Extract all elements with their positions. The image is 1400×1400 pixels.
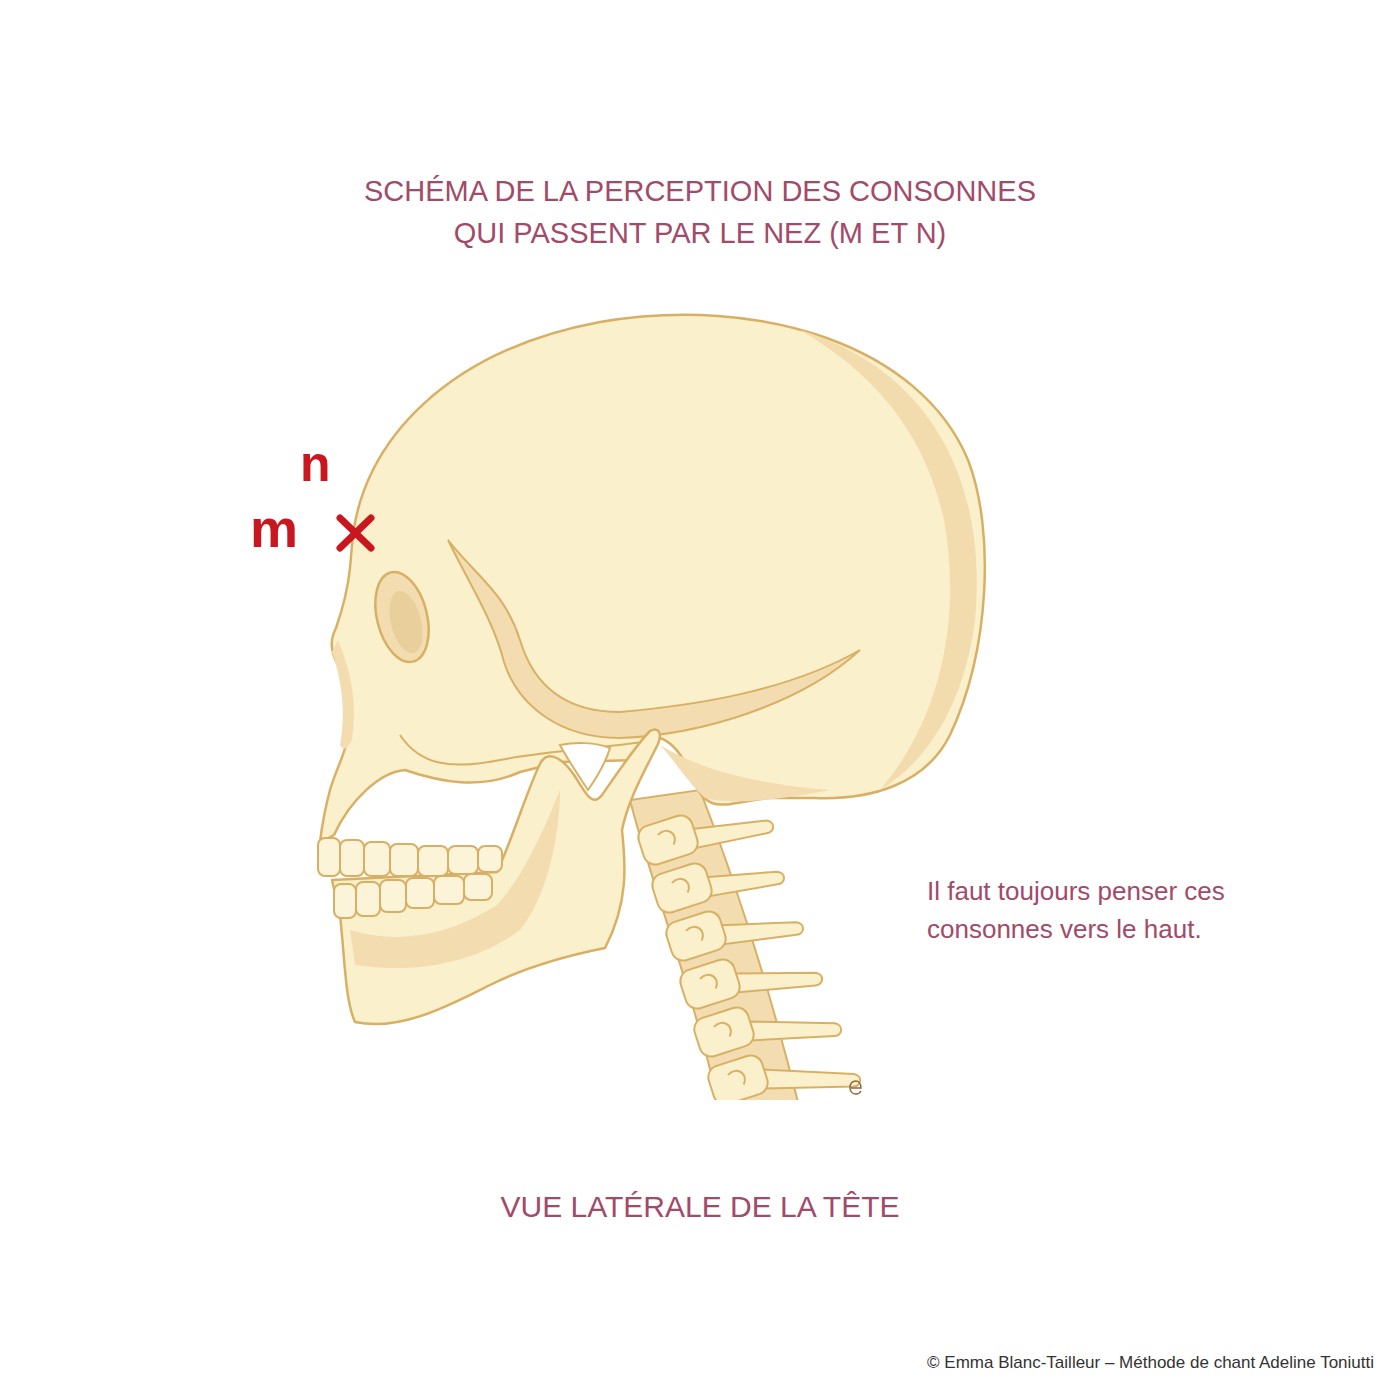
consonant-letter: n bbox=[300, 436, 331, 492]
nasal-shading bbox=[332, 640, 354, 749]
eye-socket bbox=[367, 566, 438, 667]
artist-mark bbox=[850, 1081, 861, 1094]
diagram-caption: VUE LATÉRALE DE LA TÊTE bbox=[300, 1188, 1100, 1226]
consonant-letter: m bbox=[250, 498, 298, 558]
mandible-shading bbox=[350, 790, 560, 968]
copyright-notice: © Emma Blanc-Tailleur – Méthode de chant… bbox=[927, 1352, 1374, 1374]
temporal-shading bbox=[448, 540, 860, 738]
lower-teeth bbox=[334, 874, 492, 918]
side-note: Il faut toujours penser ces consonnes ve… bbox=[927, 872, 1227, 948]
upper-teeth bbox=[318, 838, 502, 876]
cervical-spine bbox=[630, 789, 862, 1100]
cranium bbox=[320, 315, 985, 842]
zygomatic-arch bbox=[400, 735, 660, 765]
cranium-shading bbox=[800, 330, 977, 790]
base-shading bbox=[660, 745, 830, 801]
mandible bbox=[332, 730, 660, 1025]
eye-socket-inner bbox=[384, 587, 429, 656]
diagram-title: SCHÉMA DE LA PERCEPTION DES CONSONNES QU… bbox=[347, 170, 1053, 254]
perception-cross bbox=[340, 518, 371, 548]
